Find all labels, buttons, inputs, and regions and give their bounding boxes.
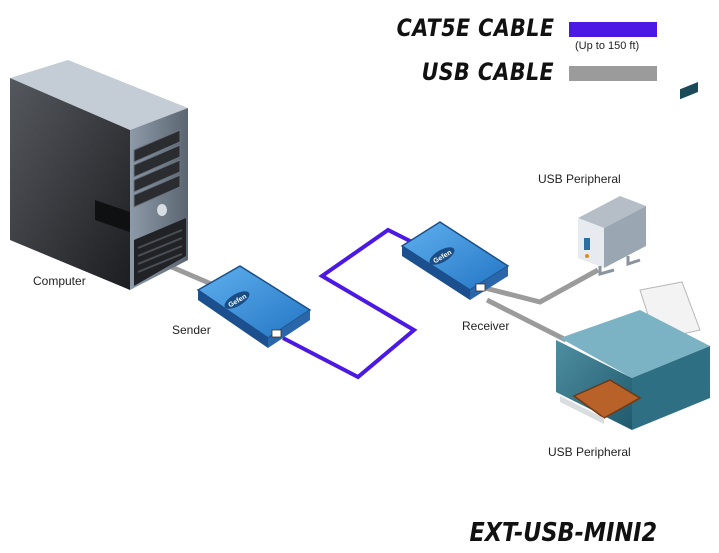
computer-label: Computer (33, 274, 86, 288)
usb-legend-label: USB CABLE (421, 58, 554, 86)
usb-peripheral-drive (578, 196, 646, 276)
computer-tower (10, 60, 188, 290)
usb-legend-swatch (569, 66, 657, 81)
usb-peripheral-top-label: USB Peripheral (538, 172, 621, 186)
cat5e-legend-label: CAT5E CABLE (396, 14, 554, 42)
sender-label: Sender (172, 323, 211, 337)
receiver-label: Receiver (462, 319, 509, 333)
cat5e-legend-swatch (569, 22, 657, 37)
usb-cable-receiver-peripheral (484, 267, 600, 305)
cat5e-legend-note: (Up to 150 ft) (575, 40, 640, 52)
model-name: EXT-USB-MINI2 (469, 518, 657, 548)
printer (556, 81, 710, 430)
receiver-device: Gefen (400, 221, 510, 300)
sender-device: Gefen (196, 265, 312, 348)
usb-peripheral-bottom-label: USB Peripheral (548, 445, 631, 459)
cat5e-cable (282, 227, 421, 380)
usb-cable-receiver-printer (485, 297, 568, 343)
